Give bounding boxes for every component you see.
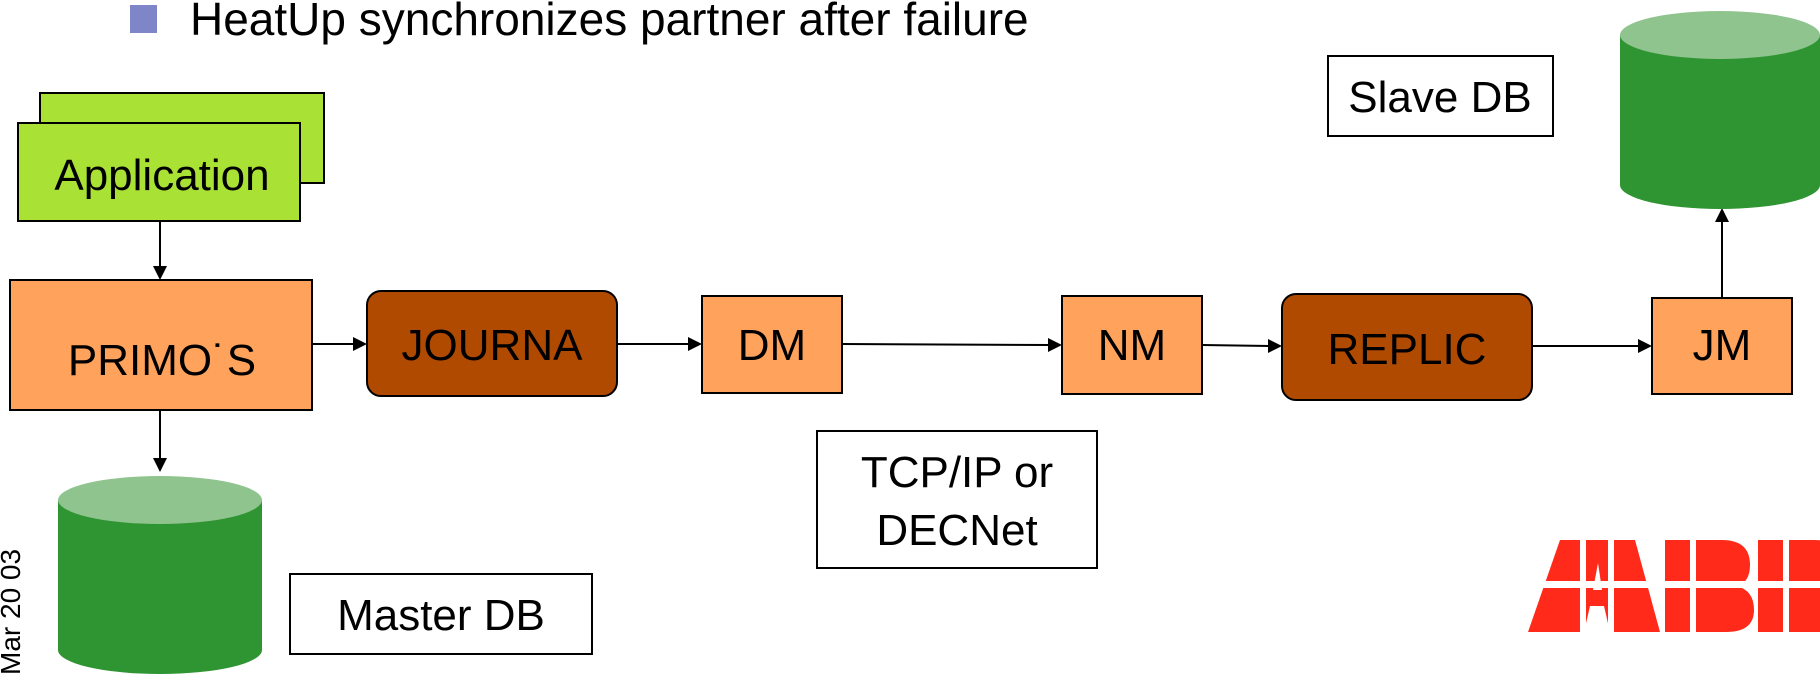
side-date-text: Mar 20 03 (0, 549, 26, 675)
abb-logo (1520, 540, 1820, 632)
master-db-cylinder (58, 476, 262, 674)
bullet-text: HeatUp synchronizes partner after failur… (190, 0, 1029, 45)
application-box (17, 122, 301, 222)
application-label: Application (54, 151, 269, 200)
jm-label: JM (1693, 321, 1752, 370)
arrowhead-journa-dm (688, 337, 702, 351)
bullet-marker (130, 5, 157, 33)
arrowhead-jm-slavedb (1715, 208, 1729, 222)
arrowhead-app-primos (153, 266, 167, 280)
arrowhead-primos-masterdb (153, 458, 167, 472)
dm-label: DM (738, 321, 806, 370)
network-label-box (816, 430, 1098, 569)
network-label-line1: TCP/IP or (861, 448, 1053, 497)
slave-db-cylinder (1620, 11, 1820, 209)
primos-label: PRIMO˙S (68, 336, 256, 385)
arrowhead-replic-jm (1638, 339, 1652, 353)
arrowhead-primos-journa (353, 337, 367, 351)
dm-box (701, 295, 843, 394)
nm-label: NM (1098, 321, 1166, 370)
slave-db-label: Slave DB (1348, 73, 1531, 122)
slave-db-label-box (1327, 55, 1554, 137)
jm-box (1651, 297, 1793, 395)
connector-nm-replic (1201, 344, 1271, 347)
connector-dm-nm (841, 343, 1051, 346)
master-db-label: Master DB (337, 591, 545, 640)
master-db-label-box (289, 573, 593, 655)
arrowhead-nm-replic (1268, 339, 1282, 353)
journa-label: JOURNA (402, 321, 584, 370)
network-label-line2: DECNet (876, 506, 1037, 555)
replic-label: REPLIC (1328, 325, 1487, 374)
arrowhead-dm-nm (1048, 338, 1062, 352)
nm-box (1061, 295, 1203, 395)
